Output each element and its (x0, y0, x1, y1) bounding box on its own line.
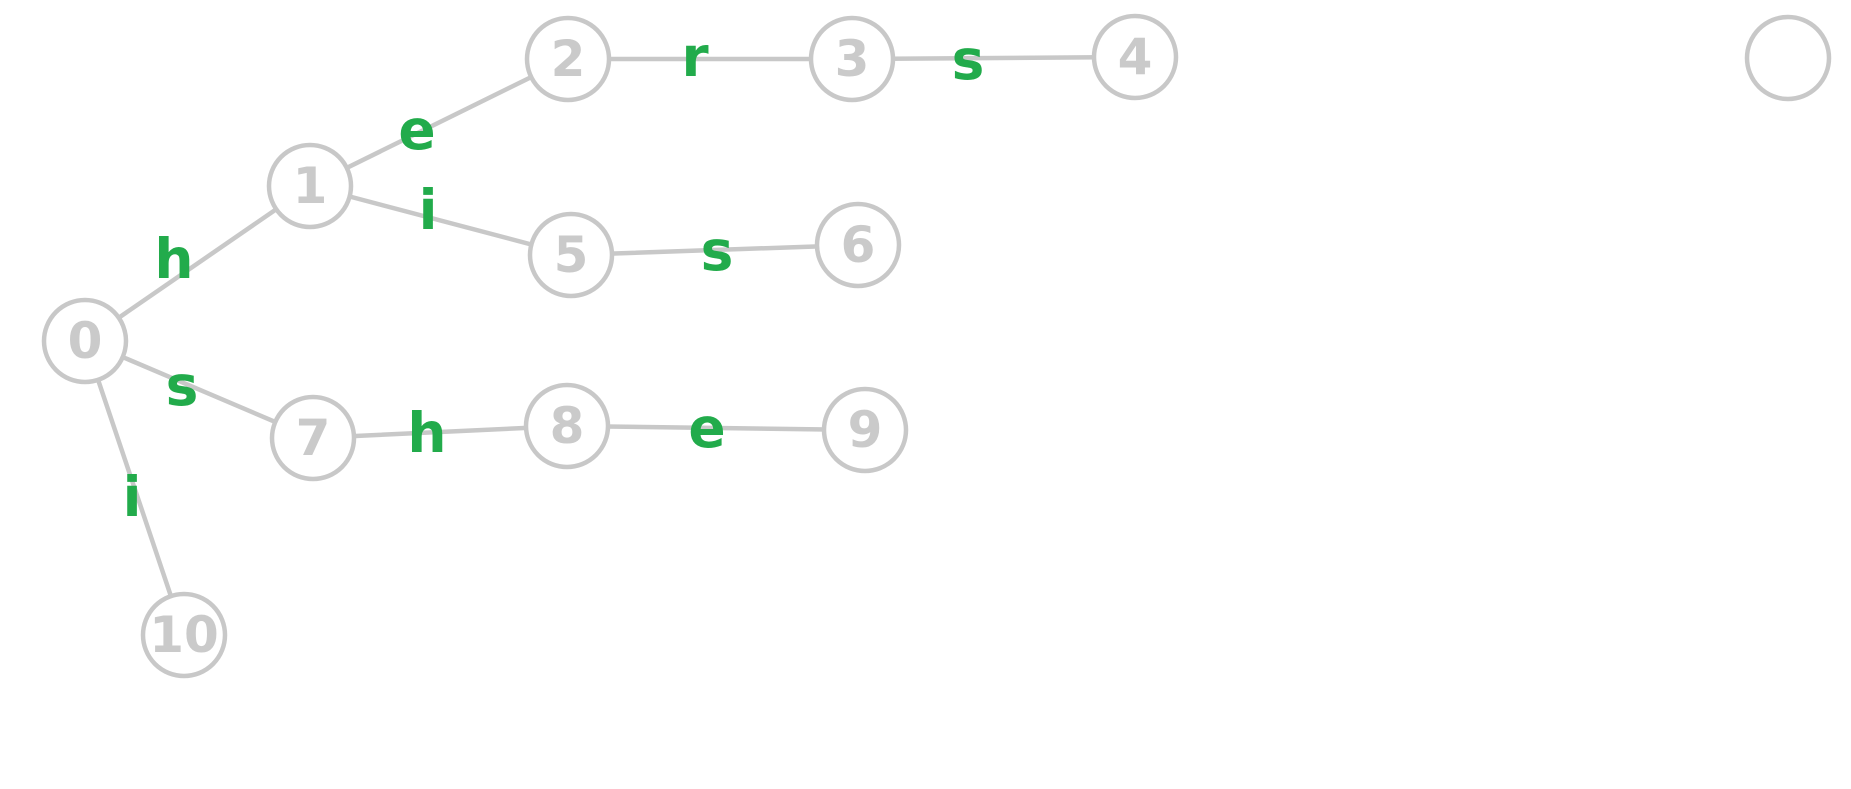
graph-edge-1-5 (307, 183, 574, 258)
edge-label-0-10: i (123, 465, 142, 529)
graph-edge-1-2 (307, 56, 571, 189)
graph-node-circle-8[interactable] (523, 382, 611, 470)
edge-label-2-3: r (681, 25, 708, 89)
graph-node-label-1: 1 (293, 157, 328, 215)
graph-node-label-5: 5 (554, 226, 589, 284)
graph-node-circle-9[interactable] (821, 386, 909, 474)
edge-label-7-8: h (407, 401, 446, 465)
graph-node-circle-2[interactable] (524, 15, 612, 103)
graph-edge-5-6 (568, 242, 861, 258)
graph-node-circle-3[interactable] (808, 15, 896, 103)
graph-node-circle-1[interactable] (266, 142, 354, 230)
graph-node-label-8: 8 (550, 397, 585, 455)
graph-node-9[interactable]: 9 (821, 386, 909, 474)
graph-node-10[interactable]: 10 (140, 591, 228, 679)
edge-label-0-7: s (166, 354, 199, 418)
graph-node-circle-5[interactable] (527, 211, 615, 299)
graph-node-circle-6[interactable] (814, 201, 902, 289)
graph-node-empty[interactable] (1744, 14, 1832, 102)
graph-node-circle-10[interactable] (140, 591, 228, 679)
graph-node-label-10: 10 (149, 606, 219, 664)
graph-node-7[interactable]: 7 (269, 394, 357, 482)
graph-node-circle-7[interactable] (269, 394, 357, 482)
graph-node-circle-0[interactable] (41, 297, 129, 385)
graph-edge-0-1 (82, 183, 313, 344)
graph-node-label-9: 9 (848, 401, 883, 459)
graph-node-8[interactable]: 8 (523, 382, 611, 470)
graph-node-3[interactable]: 3 (808, 15, 896, 103)
graph-node-4[interactable]: 4 (1091, 13, 1179, 101)
graph-node-6[interactable]: 6 (814, 201, 902, 289)
graph-node-label-6: 6 (841, 216, 876, 274)
edge-label-1-2: e (398, 98, 435, 162)
edge-label-5-6: s (701, 219, 734, 283)
graph-edge-3-4 (849, 54, 1138, 62)
graph-node-circle-4[interactable] (1091, 13, 1179, 101)
graph-node-circle-empty[interactable] (1744, 14, 1832, 102)
graph-node-label-7: 7 (296, 409, 331, 467)
edge-label-8-9: e (688, 396, 725, 460)
graph-node-2[interactable]: 2 (524, 15, 612, 103)
graph-node-1[interactable]: 1 (266, 142, 354, 230)
graph-edge-8-9 (564, 423, 868, 433)
graph-node-0[interactable]: 0 (41, 297, 129, 385)
graph-node-label-4: 4 (1118, 28, 1153, 86)
graph-edge-0-10 (82, 338, 187, 638)
edge-label-3-4: s (952, 28, 985, 92)
graph-node-label-0: 0 (68, 312, 103, 370)
graph-node-label-2: 2 (551, 30, 586, 88)
edge-label-0-1: h (154, 227, 193, 291)
nodes-layer: 0 1 2 3 4 5 6 7 8 9 10 (41, 13, 1832, 679)
graph-node-5[interactable]: 5 (527, 211, 615, 299)
graph-node-label-3: 3 (835, 30, 870, 88)
edges-layer (82, 54, 1138, 638)
edge-label-1-5: i (419, 178, 438, 242)
